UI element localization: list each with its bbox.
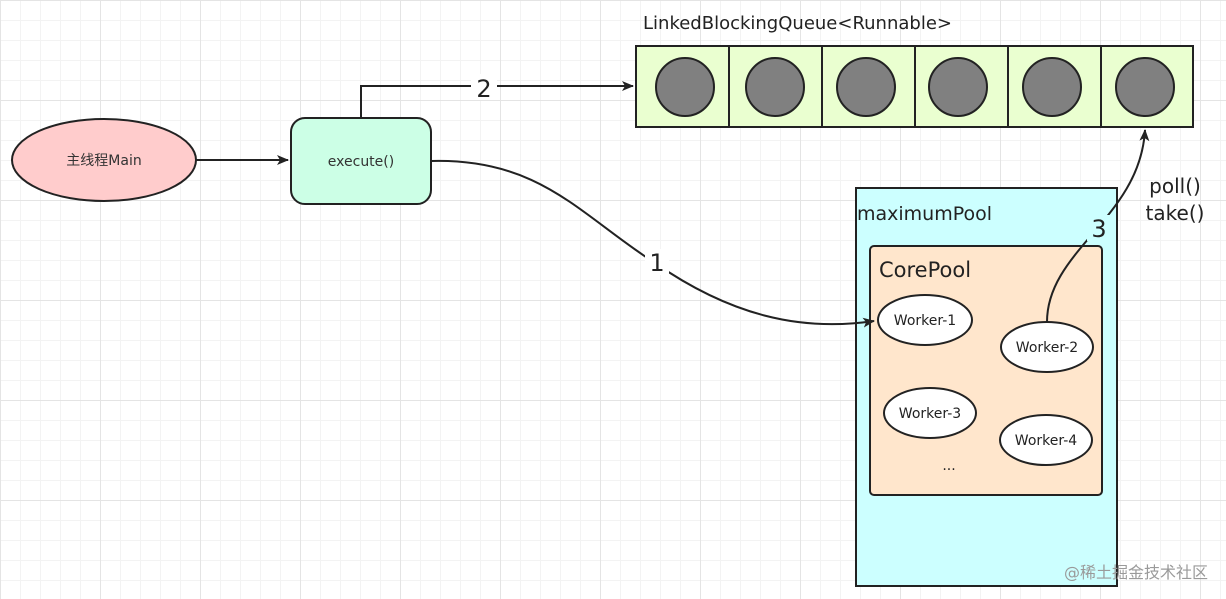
execute-node: execute() — [290, 117, 432, 205]
queue-slot — [635, 45, 730, 128]
worker-shape — [999, 414, 1093, 466]
queue — [635, 45, 1194, 128]
offer-to-queue-arrow — [360, 81, 634, 118]
step-3-label: 3 — [1091, 215, 1106, 243]
queued-task-circle — [1022, 57, 1082, 117]
step-2-label: 2 — [476, 75, 491, 103]
execute-label: execute() — [328, 154, 394, 170]
maximum-pool-label: maximumPool — [857, 203, 992, 225]
step-1-label: 1 — [649, 249, 664, 277]
worker-label: Worker-1 — [894, 313, 956, 329]
queue-slot — [821, 45, 916, 128]
worker-node: Worker-1 — [877, 294, 973, 346]
main-thread-node: 主线程Main — [11, 118, 197, 202]
core-pool-label: CorePool — [879, 258, 971, 282]
main-thread-label: 主线程Main — [66, 153, 141, 169]
queued-task-circle — [928, 57, 988, 117]
worker-label: Worker-2 — [1016, 340, 1078, 356]
worker-label: Worker-3 — [899, 406, 961, 422]
queue-slot — [914, 45, 1009, 128]
more-workers-ellipsis: ... — [942, 458, 955, 474]
worker-shape — [883, 387, 977, 439]
poll-method-label: poll() — [1149, 174, 1201, 198]
queued-task-circle — [745, 57, 805, 117]
worker-node: Worker-3 — [883, 387, 977, 439]
step-2-label-bg — [471, 74, 497, 100]
worker-node: Worker-4 — [999, 414, 1093, 466]
add-worker-arrow — [430, 159, 875, 328]
step-3-label-bg — [1087, 215, 1111, 241]
queue-slot — [1007, 45, 1102, 128]
watermark: @稀土掘金技术社区 — [1064, 563, 1208, 582]
queue-slot — [1100, 45, 1194, 128]
queued-task-circle — [1115, 57, 1175, 117]
step-1-label-bg — [645, 249, 669, 275]
worker-label: Worker-4 — [1015, 433, 1077, 449]
queued-task-circle — [655, 57, 715, 117]
queue-title: LinkedBlockingQueue<Runnable> — [643, 13, 952, 34]
take-method-label: take() — [1146, 201, 1205, 225]
worker-shape — [877, 294, 973, 346]
queued-task-circle — [836, 57, 896, 117]
worker-node: Worker-2 — [1000, 321, 1094, 373]
queue-slot — [728, 45, 823, 128]
